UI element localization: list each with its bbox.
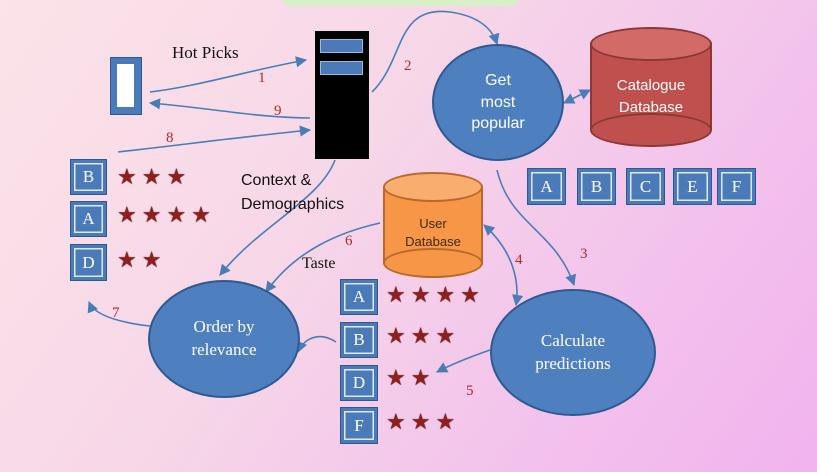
user-database: User Database: [383, 172, 483, 280]
user-rating-item-f: F: [340, 407, 378, 444]
catalogue-item-b: B: [577, 168, 616, 205]
taste-label: Taste: [302, 255, 336, 272]
order-by-relevance-node: Order by relevance: [148, 280, 300, 398]
catalogue-database: Catalogue Database: [590, 27, 712, 148]
arrow-4: [483, 224, 524, 307]
step-2: 2: [404, 58, 412, 74]
user-device-icon: [110, 57, 142, 115]
arrow-3: [496, 169, 576, 287]
step-8: 8: [166, 130, 174, 146]
top-accent-bar: [283, 0, 518, 6]
left-rating-item-b: B: [70, 159, 107, 195]
node-text-line: Database: [405, 234, 461, 250]
node-text-line: Database: [618, 98, 684, 116]
step-3: 3: [580, 246, 588, 262]
arrow-5: [436, 349, 491, 373]
arrow-context: [219, 159, 336, 276]
arrow-7: [87, 300, 151, 327]
hot-picks-label: Hot Picks: [172, 43, 239, 62]
server-icon: [315, 31, 369, 159]
user-rating-item-b: B: [340, 322, 378, 358]
step-6: 6: [345, 233, 353, 249]
left-rating-item-a: A: [70, 201, 107, 237]
catalogue-item-f: F: [717, 168, 756, 205]
calculate-predictions-node: Calculate predictions: [490, 289, 656, 416]
step-7: 7: [112, 305, 120, 321]
arrow-2: [371, 10, 500, 93]
step-5: 5: [466, 383, 474, 399]
node-text-line: Catalogue: [616, 77, 686, 94]
node-text-line: Get: [485, 72, 511, 90]
arrow-9: [148, 98, 311, 119]
node-text-line: predictions: [535, 353, 611, 373]
left-rating-stars-b: ★★★: [117, 165, 192, 190]
user-rating-stars-a: ★★★★: [386, 283, 485, 308]
user-rating-stars-b: ★★★: [386, 324, 461, 349]
demographics-label: Demographics: [241, 196, 345, 213]
left-rating-item-d: D: [70, 244, 107, 281]
node-text-line: User: [419, 216, 447, 231]
context-label: Context &: [241, 172, 312, 189]
node-text-line: most: [480, 93, 516, 111]
step-1: 1: [258, 70, 266, 86]
left-rating-stars-d: ★★: [117, 248, 167, 273]
arrow-db-link: [562, 89, 592, 104]
arrow-to-order: [296, 335, 337, 354]
user-rating-item-a: A: [340, 279, 378, 315]
get-most-popular-node: Get most popular: [432, 44, 564, 161]
arrow-8: [117, 125, 312, 153]
node-text-line: relevance: [191, 340, 257, 359]
catalogue-item-a: A: [527, 168, 566, 205]
user-rating-stars-f: ★★★: [386, 410, 461, 435]
step-4: 4: [515, 252, 523, 268]
node-text-line: Calculate: [540, 330, 606, 350]
user-rating-stars-d: ★★: [386, 366, 436, 391]
node-text-line: Order by: [193, 317, 255, 337]
step-9: 9: [274, 103, 282, 119]
node-text-line: popular: [471, 115, 525, 133]
arrow-1: [149, 56, 308, 93]
catalogue-item-e: E: [673, 168, 712, 205]
arrow-6: [265, 222, 381, 293]
user-rating-item-d: D: [340, 365, 378, 401]
catalogue-item-c: C: [626, 168, 665, 205]
left-rating-stars-a: ★★★★: [117, 203, 216, 228]
